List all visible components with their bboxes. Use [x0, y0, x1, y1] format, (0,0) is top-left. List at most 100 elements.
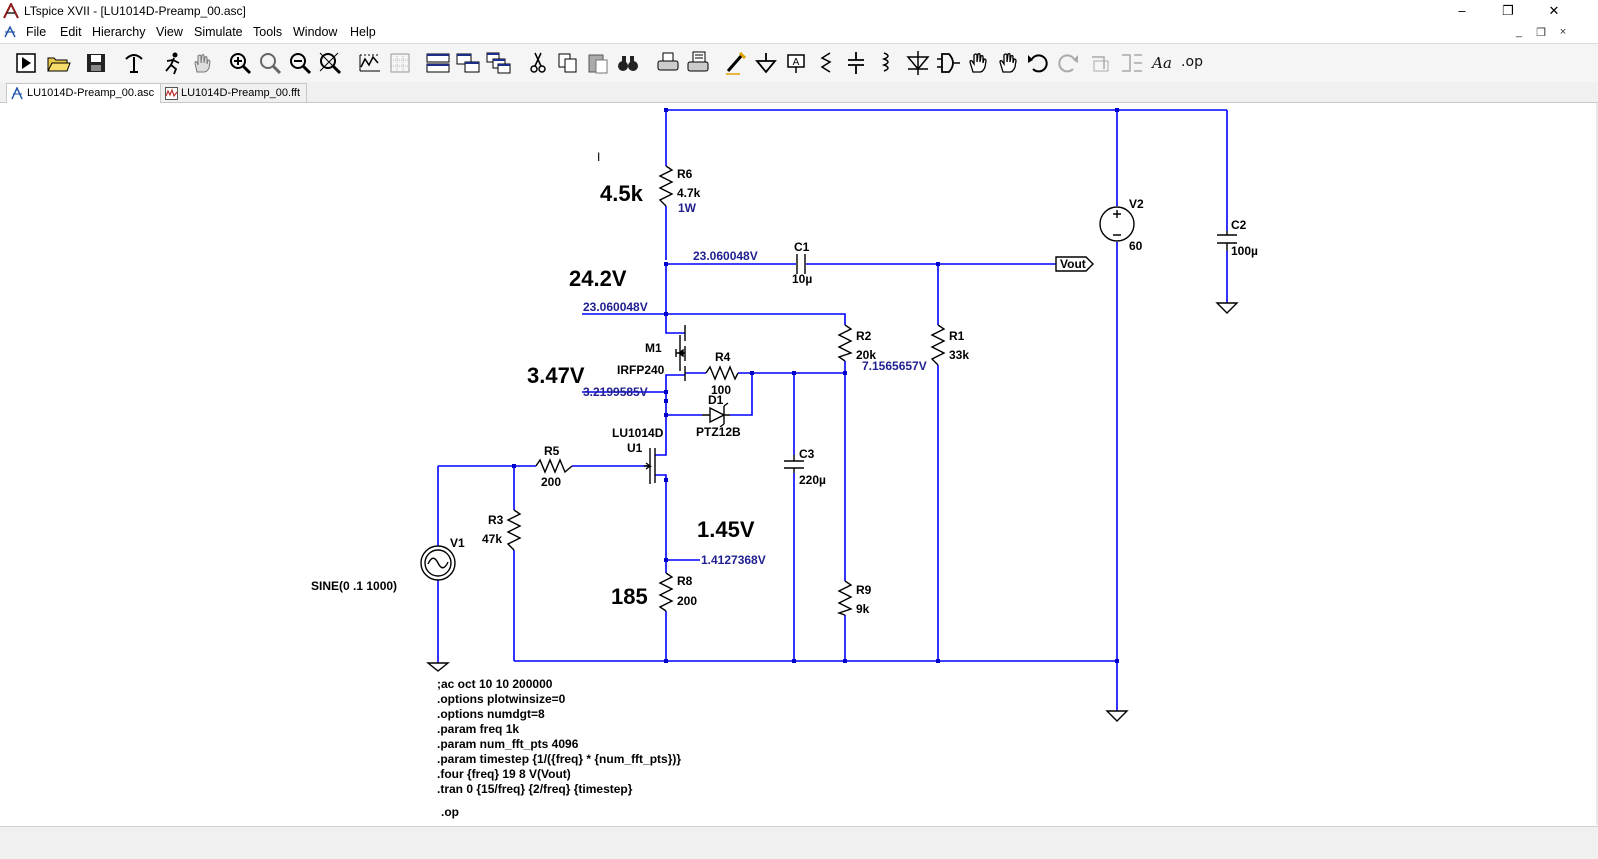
c1-value: 10µ: [792, 272, 812, 286]
v2-name: V2: [1129, 197, 1144, 211]
print-icon[interactable]: [654, 49, 682, 77]
resistor-icon[interactable]: [812, 49, 840, 77]
autorange-icon[interactable]: [356, 49, 384, 77]
vout-flag[interactable]: [1055, 256, 1094, 272]
save-icon[interactable]: [82, 49, 110, 77]
c3-symbol[interactable]: [784, 455, 804, 473]
mdi-minimize-button[interactable]: _: [1515, 26, 1523, 38]
menu-hierarchy[interactable]: Hierarchy: [92, 25, 146, 39]
halt-icon[interactable]: [158, 49, 186, 77]
r3-symbol[interactable]: [506, 509, 522, 551]
move-icon[interactable]: [964, 49, 992, 77]
r8-annotation: 185: [611, 584, 648, 609]
menu-view[interactable]: View: [156, 25, 183, 39]
menu-file[interactable]: File: [26, 25, 47, 39]
tile-horizontal-icon[interactable]: [424, 49, 452, 77]
zoom-fit-icon[interactable]: [316, 49, 344, 77]
r2-symbol[interactable]: [837, 324, 853, 362]
rotate-icon[interactable]: [1088, 49, 1116, 77]
u1-symbol[interactable]: [644, 448, 656, 484]
spice-directive-label: .op: [1181, 54, 1203, 70]
redo-icon[interactable]: [1054, 49, 1082, 77]
op-gate-voltage: 7.1565657V: [862, 359, 927, 373]
close-button[interactable]: ✕: [1548, 3, 1560, 18]
menu-bar: File Edit Hierarchy View Simulate Tools …: [0, 22, 1598, 42]
mirror-icon[interactable]: [1118, 49, 1146, 77]
v2-symbol[interactable]: [1099, 206, 1135, 242]
paste-icon[interactable]: [584, 49, 612, 77]
u1-name: U1: [627, 441, 643, 455]
mdi-restore-button[interactable]: ❐: [1536, 27, 1546, 39]
open-icon[interactable]: [44, 49, 72, 77]
c3-name: C3: [799, 447, 815, 461]
r6-symbol[interactable]: [658, 165, 674, 207]
m1-name: M1: [645, 341, 662, 355]
menu-simulate[interactable]: Simulate: [194, 25, 243, 39]
r5-symbol[interactable]: [535, 458, 573, 474]
menu-window[interactable]: Window: [293, 25, 338, 39]
r3-value: 47k: [482, 532, 502, 546]
zoom-pan-icon[interactable]: [256, 49, 284, 77]
grid-icon[interactable]: [386, 49, 414, 77]
text-icon[interactable]: Aa: [1148, 49, 1176, 77]
undo-icon[interactable]: [1024, 49, 1052, 77]
component-icon[interactable]: [934, 49, 962, 77]
inductor-icon[interactable]: [872, 49, 900, 77]
d1-symbol[interactable]: [702, 402, 730, 428]
directive-line: ;ac oct 10 10 200000: [437, 677, 553, 691]
v1-symbol[interactable]: [420, 545, 456, 581]
ground-icon[interactable]: [752, 49, 780, 77]
zoom-in-icon[interactable]: [226, 49, 254, 77]
r9-value: 9k: [856, 602, 870, 616]
menu-help[interactable]: Help: [350, 25, 376, 39]
spice-directive-icon[interactable]: .op: [1178, 49, 1206, 77]
v1-value: SINE(0 .1 1000): [311, 579, 397, 593]
tab-fft[interactable]: LU1014D-Preamp_00.fft: [160, 83, 308, 103]
spice-directives[interactable]: ;ac oct 10 10 200000 .options plotwinsiz…: [437, 677, 681, 819]
directive-line: .four {freq} 19 8 V(Vout): [437, 767, 571, 781]
r4-name: R4: [715, 350, 731, 364]
directive-line: .param timestep {1/({freq} * {num_fft_pt…: [437, 752, 681, 766]
op-drain-voltage: 23.060048V: [583, 300, 648, 314]
menu-edit[interactable]: Edit: [60, 25, 82, 39]
cascade-icon[interactable]: [484, 49, 512, 77]
restore-button[interactable]: ❐: [1502, 3, 1514, 18]
print-setup-icon[interactable]: [684, 49, 712, 77]
r8-symbol[interactable]: [658, 572, 674, 612]
tab-schematic[interactable]: LU1014D-Preamp_00.asc: [6, 83, 162, 103]
run-icon[interactable]: [12, 49, 40, 77]
copy-icon[interactable]: [554, 49, 582, 77]
label-net-icon[interactable]: A: [782, 49, 810, 77]
r4-symbol[interactable]: [705, 365, 739, 381]
find-icon[interactable]: [614, 49, 642, 77]
mid-node-annotation: 3.47V: [527, 363, 585, 388]
c1-symbol[interactable]: [796, 254, 806, 274]
tile-vertical-icon[interactable]: [454, 49, 482, 77]
schematic-doc-icon[interactable]: [3, 25, 17, 39]
d1-name: D1: [708, 393, 724, 407]
c2-symbol[interactable]: [1217, 231, 1237, 251]
m1-symbol[interactable]: [675, 325, 686, 381]
r8-value: 200: [677, 594, 697, 608]
mdi-close-button[interactable]: ×: [1559, 26, 1567, 38]
r1-symbol[interactable]: [930, 324, 946, 366]
r6-value: 4.7k: [677, 186, 701, 200]
zoom-out-icon[interactable]: [286, 49, 314, 77]
directive-line: .options numdgt=8: [437, 707, 545, 721]
toolbar: A Aa .op: [0, 43, 1598, 83]
wires: [437, 109, 1228, 711]
document-tabs: LU1014D-Preamp_00.asc LU1014D-Preamp_00.…: [0, 82, 1598, 103]
minimize-button[interactable]: –: [1458, 3, 1466, 18]
title-bar: LTspice XVII - [LU1014D-Preamp_00.asc] –…: [0, 0, 1598, 23]
pan-icon[interactable]: [188, 49, 216, 77]
control-panel-icon[interactable]: [120, 49, 148, 77]
schematic-canvas[interactable]: R6 4.7k V2 60 C2 100µ C1 10µ R2 20k R1 3…: [0, 103, 1598, 825]
menu-tools[interactable]: Tools: [253, 25, 283, 39]
capacitor-icon[interactable]: [842, 49, 870, 77]
diode-icon[interactable]: [904, 49, 932, 77]
cut-icon[interactable]: [524, 49, 552, 77]
wire-icon[interactable]: [722, 49, 750, 77]
r1-value: 33k: [949, 348, 969, 362]
drag-icon[interactable]: [994, 49, 1022, 77]
r9-symbol[interactable]: [836, 580, 853, 616]
